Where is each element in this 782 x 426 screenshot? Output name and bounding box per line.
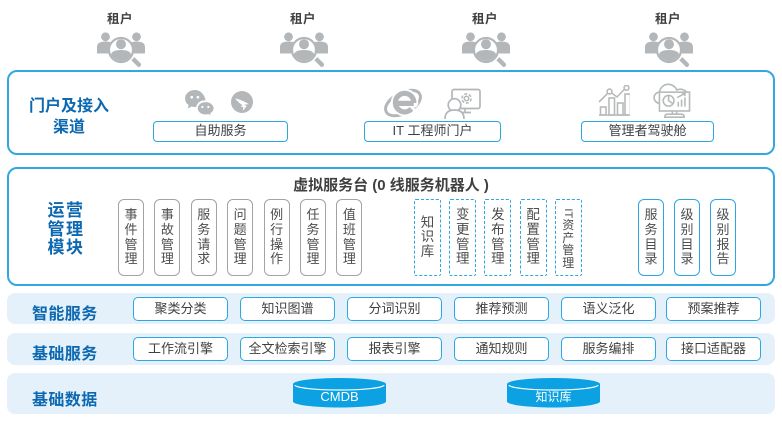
svg-text:CMDB: CMDB <box>320 389 358 404</box>
svg-text:知识库: 知识库 <box>535 389 571 404</box>
